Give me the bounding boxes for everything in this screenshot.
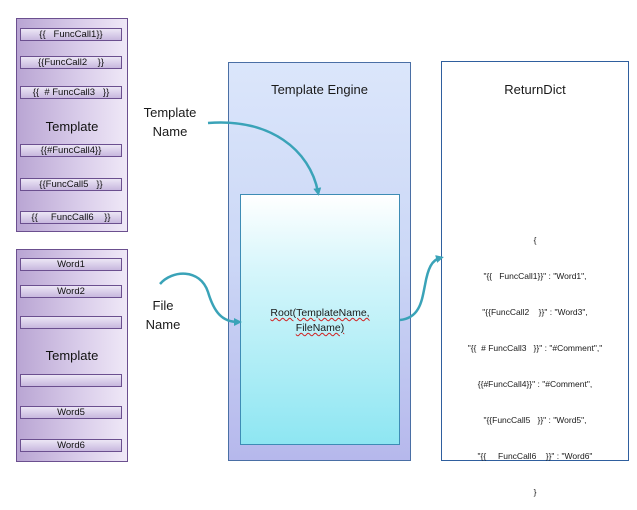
template-slot: {{ FuncCall1}} bbox=[20, 28, 122, 41]
return-dict-line: } bbox=[533, 487, 537, 497]
return-dict-box bbox=[441, 61, 629, 461]
return-dict-line: "{{ FuncCall1}}" : "Word1", bbox=[483, 271, 587, 281]
root-call-line: Root(TemplateName, bbox=[270, 307, 370, 319]
template-name-line: Template bbox=[143, 105, 197, 120]
template-slot: {{ FuncCall6 }} bbox=[20, 211, 122, 224]
top-template-panel: {{ FuncCall1}} {{FuncCall2 }} {{ # FuncC… bbox=[16, 18, 128, 232]
template-slot: Word2 bbox=[20, 285, 122, 298]
file-name-line: File bbox=[152, 298, 174, 313]
template-slot bbox=[20, 374, 122, 387]
bottom-template-title: Template bbox=[45, 348, 99, 363]
return-dict-line: "{{FuncCall2 }}" : "Word3", bbox=[482, 307, 588, 317]
root-function-call: Root(TemplateName, FileName) bbox=[240, 306, 400, 336]
return-dict-line: "{{ # FuncCall3 }}" : "#Comment"," bbox=[467, 343, 603, 353]
template-name-line: Name bbox=[152, 124, 188, 139]
file-name-label: File Name bbox=[134, 296, 192, 334]
template-slot: {{FuncCall5 }} bbox=[20, 178, 122, 191]
file-name-line: Name bbox=[145, 317, 181, 332]
top-template-title: Template bbox=[45, 119, 99, 134]
return-dict-content: { "{{ FuncCall1}}" : "Word1", "{{FuncCal… bbox=[441, 210, 629, 510]
result-arrow bbox=[399, 255, 444, 322]
template-slot: Word6 bbox=[20, 439, 122, 452]
bottom-template-panel: Word1 Word2 Template Word5 Word6 bbox=[16, 249, 128, 462]
connector-arrows bbox=[159, 121, 444, 326]
return-dict-line: { bbox=[533, 235, 537, 245]
root-call-line: FileName) bbox=[295, 322, 345, 334]
root-function-box bbox=[240, 194, 400, 445]
template-slot: Word5 bbox=[20, 406, 122, 419]
return-dict-line: "{{ FuncCall6 }}" : "Word6" bbox=[477, 451, 593, 461]
template-slot: {{ # FuncCall3 }} bbox=[20, 86, 122, 99]
template-name-arrow bbox=[207, 121, 322, 196]
template-name-label: Template Name bbox=[134, 103, 206, 141]
return-dict-title: ReturnDict bbox=[504, 82, 566, 97]
template-engine-title: Template Engine bbox=[271, 82, 368, 97]
return-dict-line: "{{FuncCall5 }}" : "Word5", bbox=[483, 415, 587, 425]
file-name-arrow bbox=[159, 272, 242, 326]
template-slot: {{FuncCall2 }} bbox=[20, 56, 122, 69]
template-slot: {{#FuncCall4}} bbox=[20, 144, 122, 157]
template-slot: Word1 bbox=[20, 258, 122, 271]
return-dict-line: {{#FuncCall4}}" : "#Comment", bbox=[477, 379, 593, 389]
template-slot bbox=[20, 316, 122, 329]
